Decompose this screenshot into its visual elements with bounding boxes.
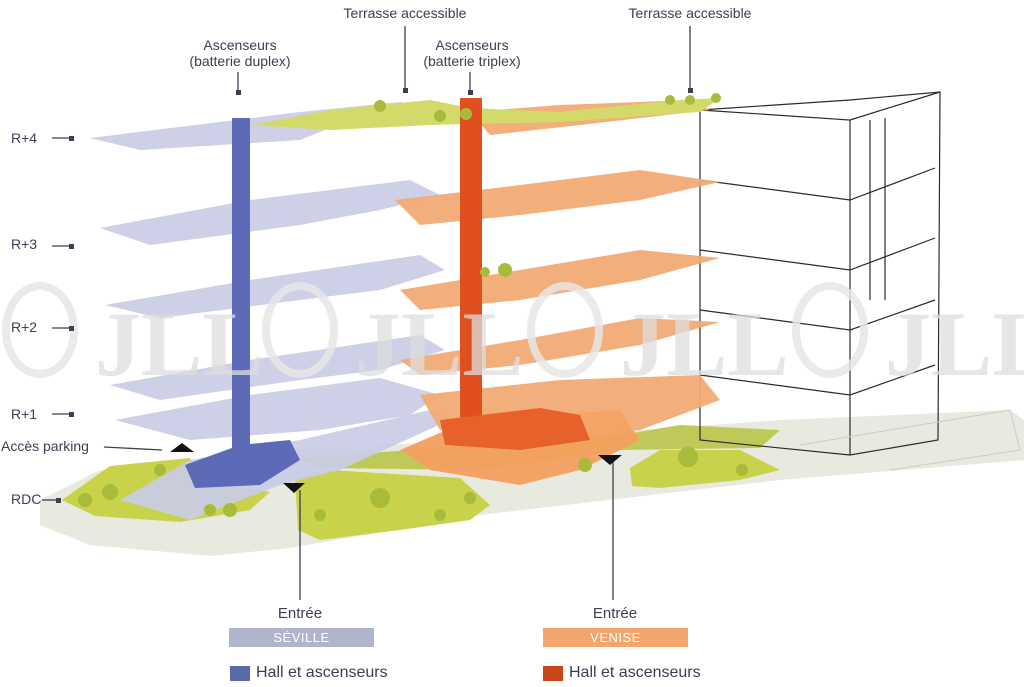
floor-label-r1: R+1 xyxy=(11,406,38,422)
garden-center xyxy=(295,470,490,540)
wireframe-building xyxy=(699,91,941,456)
legend-item-seville-hall: Hall et ascenseurs xyxy=(230,664,388,682)
leader-lines xyxy=(42,26,691,600)
floor-label-r3: R+3 xyxy=(11,236,38,252)
entrance-label-venise: Entrée xyxy=(592,605,638,622)
legend-swatch-blue xyxy=(230,665,250,681)
garden-right xyxy=(630,450,780,488)
legend-item-venise-hall: Hall et ascenseurs xyxy=(543,664,701,682)
parking-label: Accès parking xyxy=(1,438,89,454)
entrance-arrow-seville xyxy=(283,483,305,493)
watermark-text: JLL xyxy=(885,293,1024,395)
trees xyxy=(78,93,748,521)
legend-label: Hall et ascenseurs xyxy=(569,664,701,681)
duplex-elevator-label: Ascenseurs (batterie duplex) xyxy=(189,37,291,69)
terrace-label-right: Terrasse accessible xyxy=(628,5,752,21)
legend-label: Hall et ascenseurs xyxy=(256,664,388,681)
triplex-elevator-label: Ascenseurs (batterie triplex) xyxy=(423,37,521,69)
watermark-text: JLL xyxy=(355,293,524,395)
terrace-green xyxy=(250,98,720,130)
parking-arrow xyxy=(170,443,194,452)
legend-swatch-orange xyxy=(543,665,563,681)
venise-hall xyxy=(440,408,590,450)
watermark-text: JLL xyxy=(620,293,789,395)
triplex-elevator-core xyxy=(460,98,482,428)
floor-label-r4: R+4 xyxy=(11,130,38,146)
entrance-bar-venise: VENISE xyxy=(543,628,688,647)
leader-dots xyxy=(56,88,693,503)
floor-label-r2: R+2 xyxy=(11,319,38,335)
watermark-text: JLL xyxy=(95,293,264,395)
wireframe-ground xyxy=(799,409,1021,471)
terrace-label-left: Terrasse accessible xyxy=(343,5,467,21)
ground-platform xyxy=(40,410,1024,556)
entrance-label-seville: Entrée xyxy=(277,605,323,622)
seville-hall xyxy=(185,440,300,488)
entrance-bar-seville: SÉVILLE xyxy=(229,628,374,647)
entrance-arrow-venise xyxy=(598,455,622,465)
duplex-elevator-core xyxy=(232,118,250,478)
floor-label-rdc: RDC xyxy=(11,491,42,507)
